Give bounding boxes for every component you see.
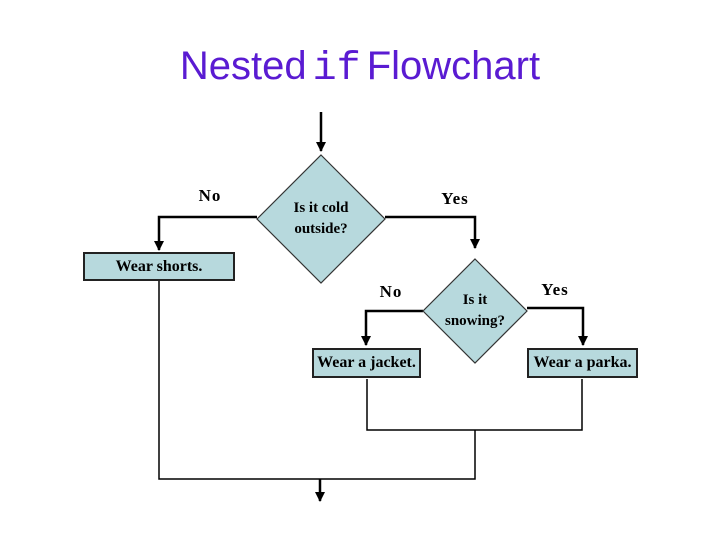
cold-yes-label: Yes [441, 189, 469, 208]
snow-no-branch-arrow [361, 309, 423, 346]
snow-yes-label: Yes [541, 280, 569, 299]
decision-diamond-cold [256, 154, 386, 284]
result-box-parka: Wear a parka. [527, 348, 638, 378]
result-box-shorts: Wear shorts. [83, 252, 235, 281]
title-prefix: Nested [179, 44, 307, 88]
jacket-parka-merge-line [366, 379, 583, 431]
cold-no-label: No [198, 186, 222, 205]
title-suffix: Flowchart [366, 44, 541, 88]
cold-no-branch-arrow [154, 215, 257, 251]
title-keyword-if: if [312, 47, 361, 92]
result-box-jacket: Wear a jacket. [312, 348, 421, 378]
snow-yes-branch-arrow [527, 306, 588, 346]
shorts-merge-line [158, 281, 476, 480]
decision-cold-question: Is it cold outside? [293, 200, 349, 237]
cold-yes-branch-arrow [385, 215, 480, 249]
decision-diamond-snow [422, 258, 528, 364]
snow-no-label: No [379, 282, 403, 301]
decision-snow-question: Is it snowing? [444, 292, 506, 329]
